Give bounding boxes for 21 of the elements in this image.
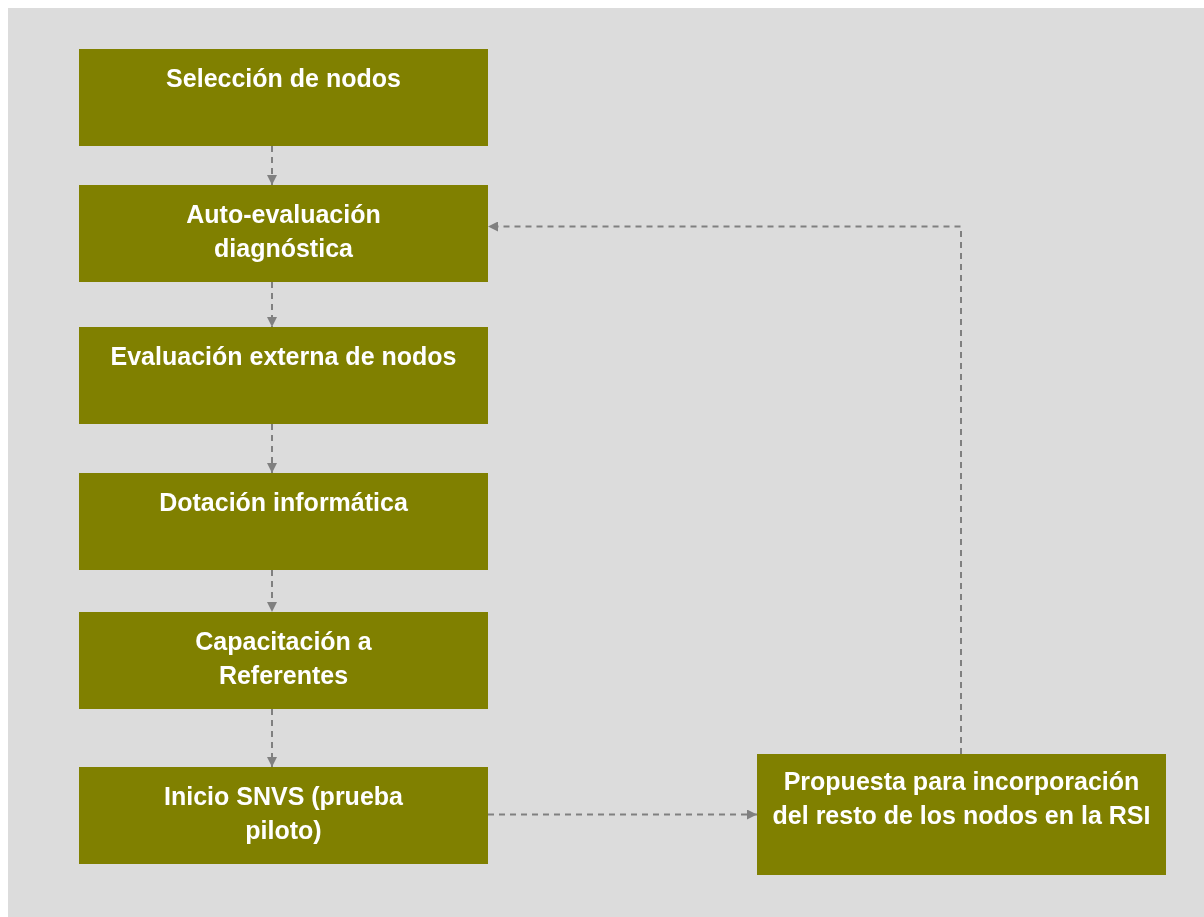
process-box	[757, 754, 1166, 875]
arrow	[267, 708, 277, 768]
box-label: Dotación informática	[159, 487, 408, 518]
process-box	[79, 185, 488, 282]
arrow	[267, 145, 277, 186]
box-label: Auto-evaluación diagnóstica	[185, 199, 382, 264]
process-box	[79, 612, 488, 709]
box-label: Capacitación a Referentes	[194, 626, 373, 691]
process-box	[79, 327, 488, 424]
arrow	[267, 423, 277, 474]
process-box	[79, 473, 488, 570]
arrow	[267, 281, 277, 328]
arrow	[487, 809, 758, 820]
arrow	[487, 221, 962, 755]
box-label: Evaluación externa de nodos	[110, 341, 457, 372]
box-label: Selección de nodos	[166, 63, 401, 94]
box-label: Propuesta para incorporación del resto de los nodos en la RSI	[771, 766, 1152, 831]
process-box	[79, 767, 488, 864]
process-box	[79, 49, 488, 146]
arrow	[267, 569, 277, 613]
box-label: Inicio SNVS (prueba piloto)	[163, 781, 404, 846]
